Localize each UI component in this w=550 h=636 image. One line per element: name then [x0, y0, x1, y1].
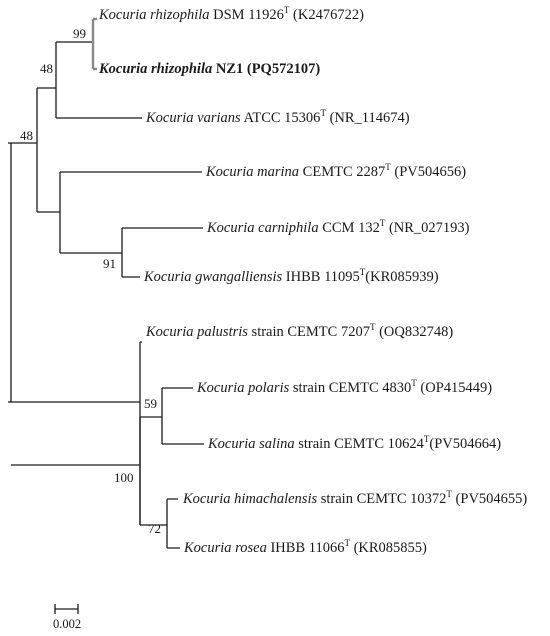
- branch-upper-clade: [11, 88, 38, 212]
- bootstrap-value: 59: [144, 396, 157, 411]
- type-strain-mark: T: [283, 5, 290, 15]
- branch-lower-subclade: [11, 417, 141, 525]
- taxon-label: Kocuria varians ATCC 15306T (NR_114674): [146, 108, 410, 126]
- taxon-species: Kocuria polaris: [197, 380, 290, 396]
- taxon-species: Kocuria rhizophila: [99, 7, 210, 23]
- taxon-label: Kocuria gwangalliensis IHBB 11095T(KR085…: [144, 267, 439, 285]
- type-strain-mark: T: [446, 489, 452, 499]
- taxon-label: Kocuria rhizophila DSM 11926T (K2476722): [99, 5, 364, 23]
- taxon-accession: (KR085855): [353, 540, 427, 556]
- taxon-species: Kocuria rhizophila: [99, 61, 213, 77]
- branch-himachalensis-rosea: [140, 498, 180, 549]
- branch-rhizophila-highlight: [91, 17, 97, 71]
- type-strain-mark: T: [369, 322, 376, 332]
- taxon-species: Kocuria himachalensis: [183, 491, 318, 507]
- root-branch: [8, 142, 12, 403]
- type-strain-mark: T: [411, 378, 417, 388]
- taxon-species: Kocuria rosea: [184, 540, 267, 556]
- taxon-label: Kocuria palustris strain CEMTC 7207T (OQ…: [146, 322, 454, 340]
- type-strain-mark: T: [385, 162, 391, 172]
- taxon-strain: CCM 132: [322, 220, 380, 236]
- taxon-strain: strain CEMTC 7207: [251, 324, 370, 340]
- taxon-label: Kocuria salina strain CEMTC 10624T(PV504…: [208, 434, 502, 452]
- taxon-species: Kocuria palustris: [146, 324, 248, 340]
- taxon-strain: NZ1: [215, 61, 244, 77]
- type-strain-mark: T: [359, 267, 366, 277]
- taxon-accession: (PV504664): [429, 436, 502, 452]
- taxon-strain: IHBB 11066: [270, 540, 345, 556]
- taxon-species: Kocuria salina: [208, 436, 295, 452]
- type-strain-mark: T: [423, 434, 430, 444]
- taxon-label: Kocuria polaris strain CEMTC 4830T (OP41…: [197, 378, 493, 396]
- taxon-accession: (K2476722): [293, 7, 364, 23]
- taxon-species: Kocuria gwangalliensis: [144, 269, 283, 285]
- branch-lower-clade: [11, 341, 142, 465]
- taxon-strain: ATCC 15306: [243, 110, 321, 126]
- taxon-strain: DSM 11926: [213, 7, 284, 23]
- branch-marina-group: [37, 171, 202, 253]
- type-strain-mark: T: [344, 538, 350, 548]
- taxon-accession: (OP415449): [420, 380, 493, 396]
- taxon-label: Kocuria marina CEMTC 2287T (PV504656): [206, 162, 467, 180]
- taxon-accession: (OQ832748): [379, 324, 454, 340]
- bootstrap-value: 48: [20, 128, 33, 143]
- taxon-species: Kocuria marina: [206, 164, 300, 180]
- bootstrap-value: 48: [40, 61, 53, 76]
- taxon-accession: (NR_114674): [329, 110, 410, 126]
- taxon-accession: (PQ572107): [246, 61, 321, 77]
- branch-rhizophila-varians: [37, 42, 142, 119]
- taxon-label: Kocuria carniphila CCM 132T (NR_027193): [207, 218, 470, 236]
- type-strain-mark: T: [320, 108, 326, 118]
- taxon-strain: IHBB 11095: [285, 269, 360, 285]
- bootstrap-value: 91: [103, 256, 116, 271]
- scale-bar-label: 0.002: [53, 617, 82, 631]
- branch-polaris-salina: [140, 387, 204, 445]
- taxon-accession: (NR_027193): [388, 220, 470, 236]
- branch-carniphila-gwangalliensis: [60, 227, 203, 278]
- type-strain-mark: T: [379, 218, 386, 228]
- taxon-label: Kocuria himachalensis strain CEMTC 10372…: [183, 489, 528, 507]
- taxon-strain: strain CEMTC 10624: [298, 436, 424, 452]
- bootstrap-value: 99: [73, 26, 86, 41]
- bootstrap-value: 72: [148, 521, 161, 536]
- bootstrap-value: 100: [114, 470, 134, 485]
- taxon-strain: strain CEMTC 4830: [292, 380, 412, 396]
- taxon-accession: (PV504656): [394, 164, 467, 180]
- taxon-label-highlighted: Kocuria rhizophila NZ1 (PQ572107): [99, 62, 320, 77]
- taxon-accession: (PV504655): [455, 491, 528, 507]
- taxon-strain: strain CEMTC 10372: [320, 491, 447, 507]
- taxon-strain: CEMTC 2287: [302, 164, 386, 180]
- taxon-species: Kocuria varians: [146, 110, 241, 126]
- taxon-species: Kocuria carniphila: [207, 220, 319, 236]
- taxon-accession: (KR085939): [365, 269, 439, 285]
- taxon-label: Kocuria rosea IHBB 11066T (KR085855): [184, 538, 427, 556]
- scale-bar: [54, 604, 79, 614]
